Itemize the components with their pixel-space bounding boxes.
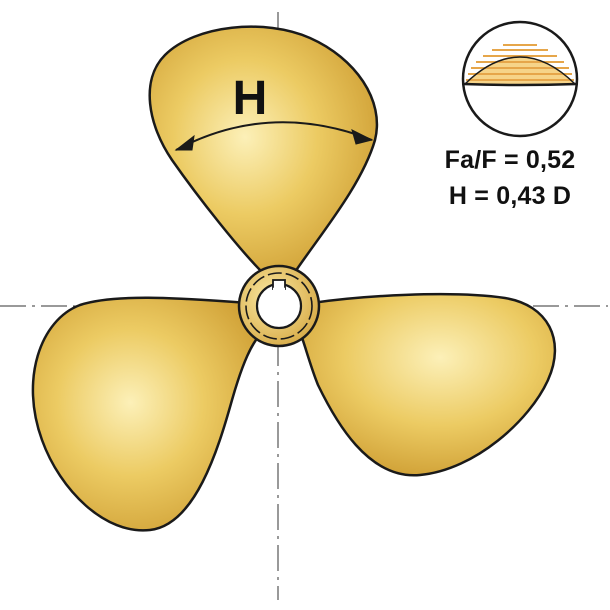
pitch-dimension-arc [174,121,374,151]
blade-area-ratio-label: Fa/F = 0,52 [444,146,576,174]
blade-section-inset [461,20,579,138]
pitch-label: H [233,72,268,125]
arrow-head-left [174,134,195,151]
propeller-blade-top [148,25,379,274]
pitch-ratio-label: H = 0,43 D [448,182,572,210]
keyway-notch [272,279,286,290]
section-chord-line [462,82,578,87]
propeller-blade-right [298,292,557,477]
section-profile-line [464,56,576,85]
propeller-blade-left [31,296,267,532]
propeller-hub [237,264,321,348]
arrow-head-right [351,129,374,145]
